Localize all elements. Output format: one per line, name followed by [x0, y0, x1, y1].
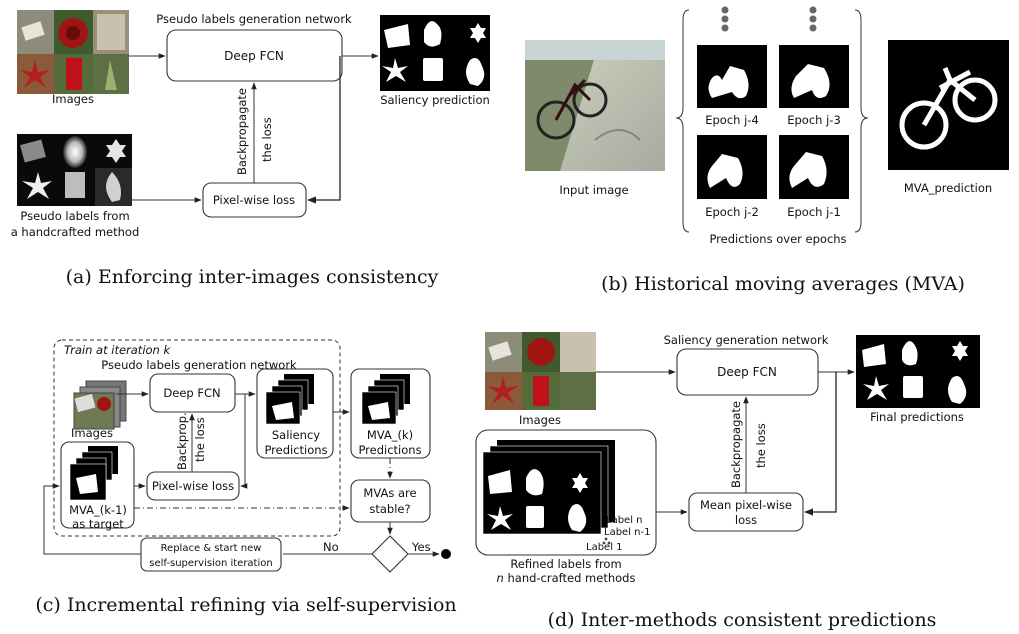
backprop-line1-a: Backpropagate — [235, 88, 249, 175]
mva-prev-line2-c: as target — [72, 517, 124, 531]
backprop-line1-c: Backprop. — [175, 412, 189, 470]
saliency-output-a — [380, 15, 490, 91]
images-label-a: Images — [52, 92, 94, 106]
images-label-c: Images — [71, 426, 113, 440]
panel-c: Train at iteration k Pseudo labels gener… — [35, 339, 457, 616]
caption-b: (b) Historical moving averages (MVA) — [601, 273, 965, 295]
mva-prev-line1-c: MVA_(k-1) — [69, 503, 127, 517]
yes-label-c: Yes — [411, 540, 431, 554]
train-iteration-frame — [53, 339, 341, 537]
final-predictions-d — [856, 335, 980, 408]
mva-label-b: MVA_prediction — [904, 181, 992, 195]
images-stack-c — [73, 380, 127, 430]
decision-diamond-c — [371, 535, 409, 573]
caption-c: (c) Incremental refining via self-superv… — [35, 594, 456, 616]
pixel-loss-label-a: Pixel-wise loss — [213, 193, 295, 207]
backprop-line2-d: the loss — [754, 423, 768, 468]
end-node-c — [441, 549, 451, 559]
input-image-label-b: Input image — [559, 183, 628, 197]
right-brace-b — [854, 9, 869, 233]
refined-line2-rest-d: hand-crafted methods — [504, 571, 636, 585]
network-title-d: Saliency generation network — [664, 333, 829, 347]
mean-loss-line1-d: Mean pixel-wise — [700, 498, 792, 512]
mean-loss-line2-d: loss — [735, 513, 757, 527]
epoch-prediction-4 — [779, 135, 849, 199]
panel-b: Input image Epoch j-4 Epoch j-3 Epoch j- — [525, 6, 1009, 295]
deep-fcn-label-a: Deep FCN — [224, 49, 284, 63]
stable-line2-c: stable? — [369, 502, 410, 516]
epoch-label-1: Epoch j-4 — [705, 113, 759, 127]
left-brace-b — [675, 9, 690, 233]
epoch-label-4: Epoch j-1 — [787, 205, 841, 219]
mva-k-stack-c — [361, 374, 410, 425]
panel-a: Images Pseudo labels generation network … — [11, 10, 490, 288]
network-title-c: Pseudo labels generation network — [101, 358, 297, 372]
deep-fcn-box-c — [149, 373, 236, 413]
label-1-d: Label 1 — [586, 542, 623, 553]
replace-line2-c: self-supervision iteration — [149, 558, 272, 569]
pseudo-labels-image-a — [17, 134, 132, 206]
mva-k-line2-c: Predictions — [358, 443, 421, 457]
no-label-c: No — [323, 540, 339, 554]
network-title-a: Pseudo labels generation network — [156, 12, 352, 26]
label-n1-d: Label n-1 — [604, 527, 650, 538]
train-iteration-label: Train at iteration k — [64, 343, 171, 357]
panel-d: Images Saliency generation network Deep … — [475, 332, 980, 631]
epoch-prediction-1 — [697, 45, 767, 108]
epoch-prediction-2 — [779, 45, 849, 108]
pixel-loss-label-c: Pixel-wise loss — [152, 479, 234, 493]
backprop-line2-a: the loss — [260, 117, 274, 162]
pixel-loss-box-c — [146, 471, 240, 501]
saliency-stack-c — [265, 374, 314, 425]
backprop-line2-c: the loss — [193, 417, 207, 462]
refined-line2-italic-d: n — [497, 571, 504, 585]
images-grid-a — [17, 10, 129, 94]
mva-prediction-b — [888, 40, 1009, 170]
over-epochs-label-b: Predictions over epochs — [709, 232, 846, 246]
ellipsis-dots-b — [721, 6, 817, 32]
label-n-d: Label n — [606, 515, 643, 526]
refined-line2-d: n hand-crafted methods — [497, 571, 636, 585]
stable-line1-c: MVAs are — [363, 486, 416, 500]
replace-line1-c: Replace & start new — [161, 543, 262, 554]
epoch-label-3: Epoch j-2 — [705, 205, 759, 219]
refined-labels-stack-d — [482, 440, 615, 535]
epoch-label-2: Epoch j-3 — [787, 113, 841, 127]
caption-d: (d) Inter-methods consistent predictions — [548, 609, 937, 631]
mva-prev-stack-c — [69, 446, 118, 501]
input-image-b — [525, 40, 665, 171]
images-grid-d — [485, 332, 596, 410]
refined-line1-d: Refined labels from — [510, 557, 621, 571]
mva-k-line1-c: MVA_(k) — [367, 428, 413, 442]
final-label-d: Final predictions — [870, 410, 964, 424]
saliency-label-a: Saliency prediction — [380, 93, 490, 107]
backprop-line1-d: Backpropagate — [729, 401, 743, 488]
caption-a: (a) Enforcing inter-images consistency — [66, 266, 439, 288]
label-dots-d — [602, 537, 611, 545]
deep-fcn-label-c: Deep FCN — [163, 386, 220, 400]
pseudo-label-line1-a: Pseudo labels from — [20, 209, 129, 223]
images-label-d: Images — [519, 413, 561, 427]
pseudo-label-line2-a: a handcrafted method — [11, 225, 140, 239]
saliency-line2-c: Predictions — [264, 443, 327, 457]
saliency-line1-c: Saliency — [272, 428, 320, 442]
deep-fcn-label-d: Deep FCN — [717, 365, 777, 379]
epoch-prediction-3 — [697, 135, 767, 199]
